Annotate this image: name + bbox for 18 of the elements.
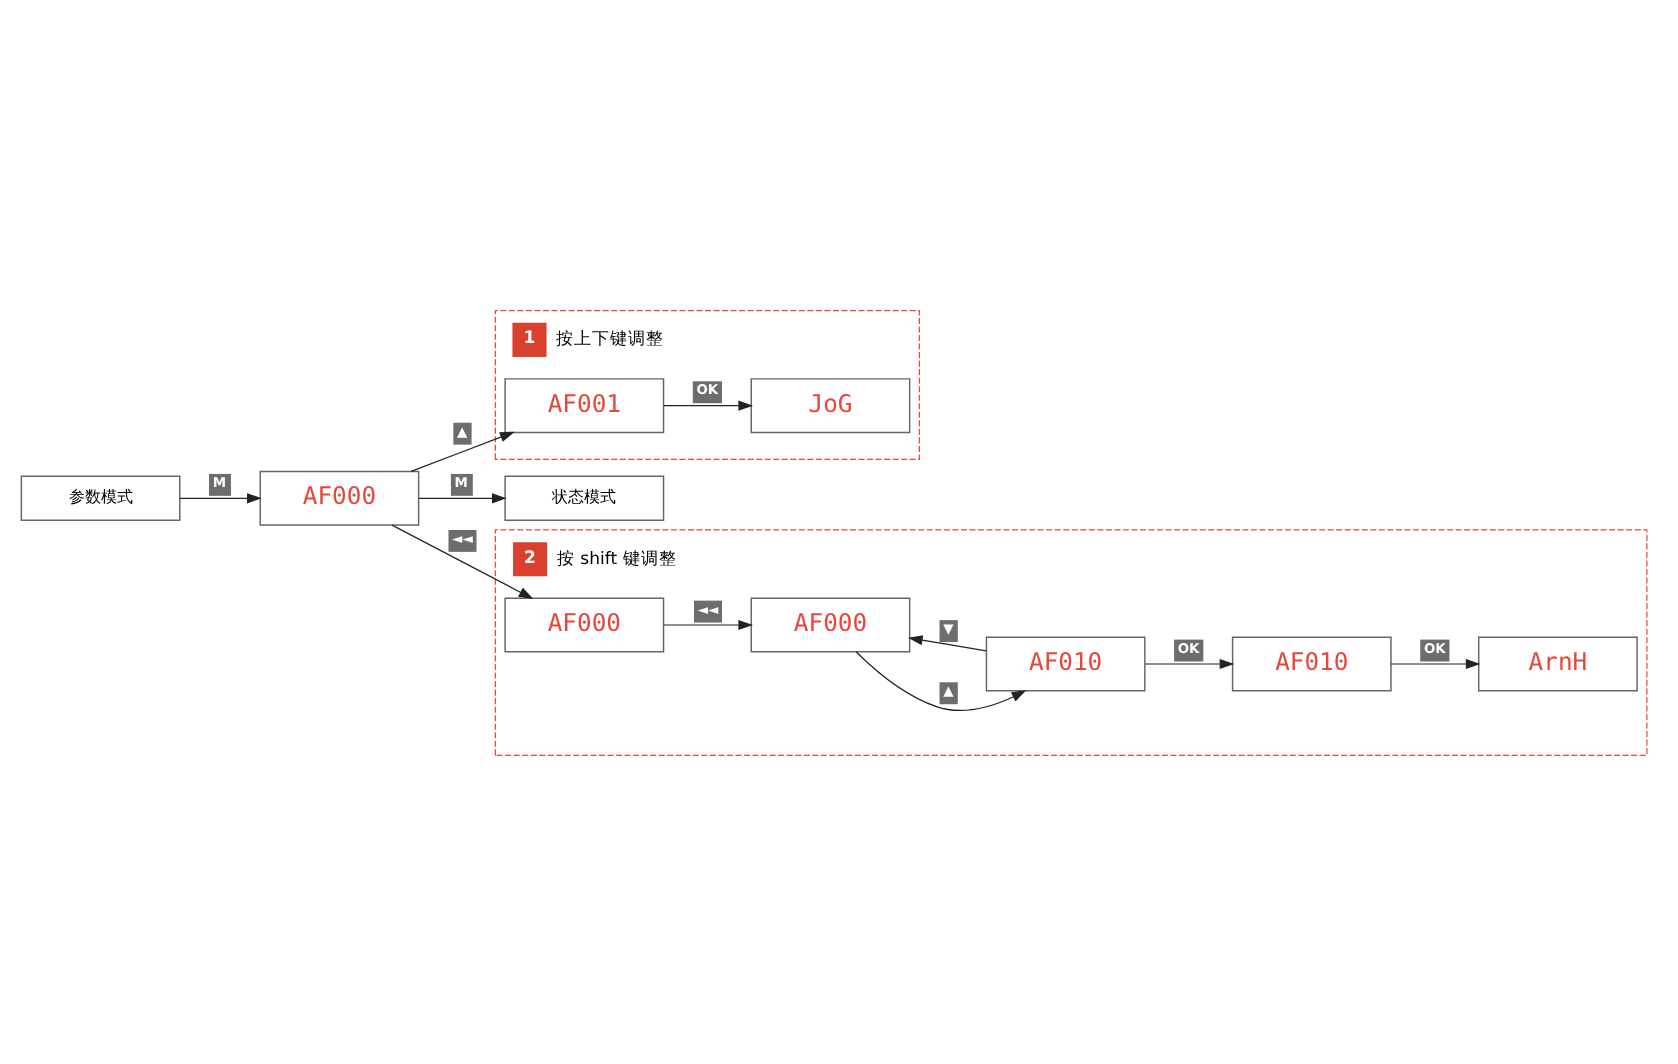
arrow (663, 399, 753, 410)
arrow (908, 634, 987, 651)
node-box: AF000 (750, 596, 911, 652)
node-box: AF010 (985, 635, 1146, 691)
arrow (1144, 657, 1235, 669)
arrow (179, 492, 262, 503)
node-box: JoG (750, 377, 911, 433)
node-box: ArnH (1478, 635, 1638, 691)
node-box: AF000 (504, 596, 665, 652)
arrow (855, 650, 1027, 710)
arrow (418, 492, 507, 503)
arrow (410, 430, 515, 471)
arrow (663, 618, 753, 630)
node-box: AF000 (259, 469, 420, 525)
arrow (391, 523, 534, 599)
node-box: AF010 (1231, 635, 1392, 691)
node-box: AF001 (504, 377, 665, 433)
arrow (1390, 657, 1481, 669)
